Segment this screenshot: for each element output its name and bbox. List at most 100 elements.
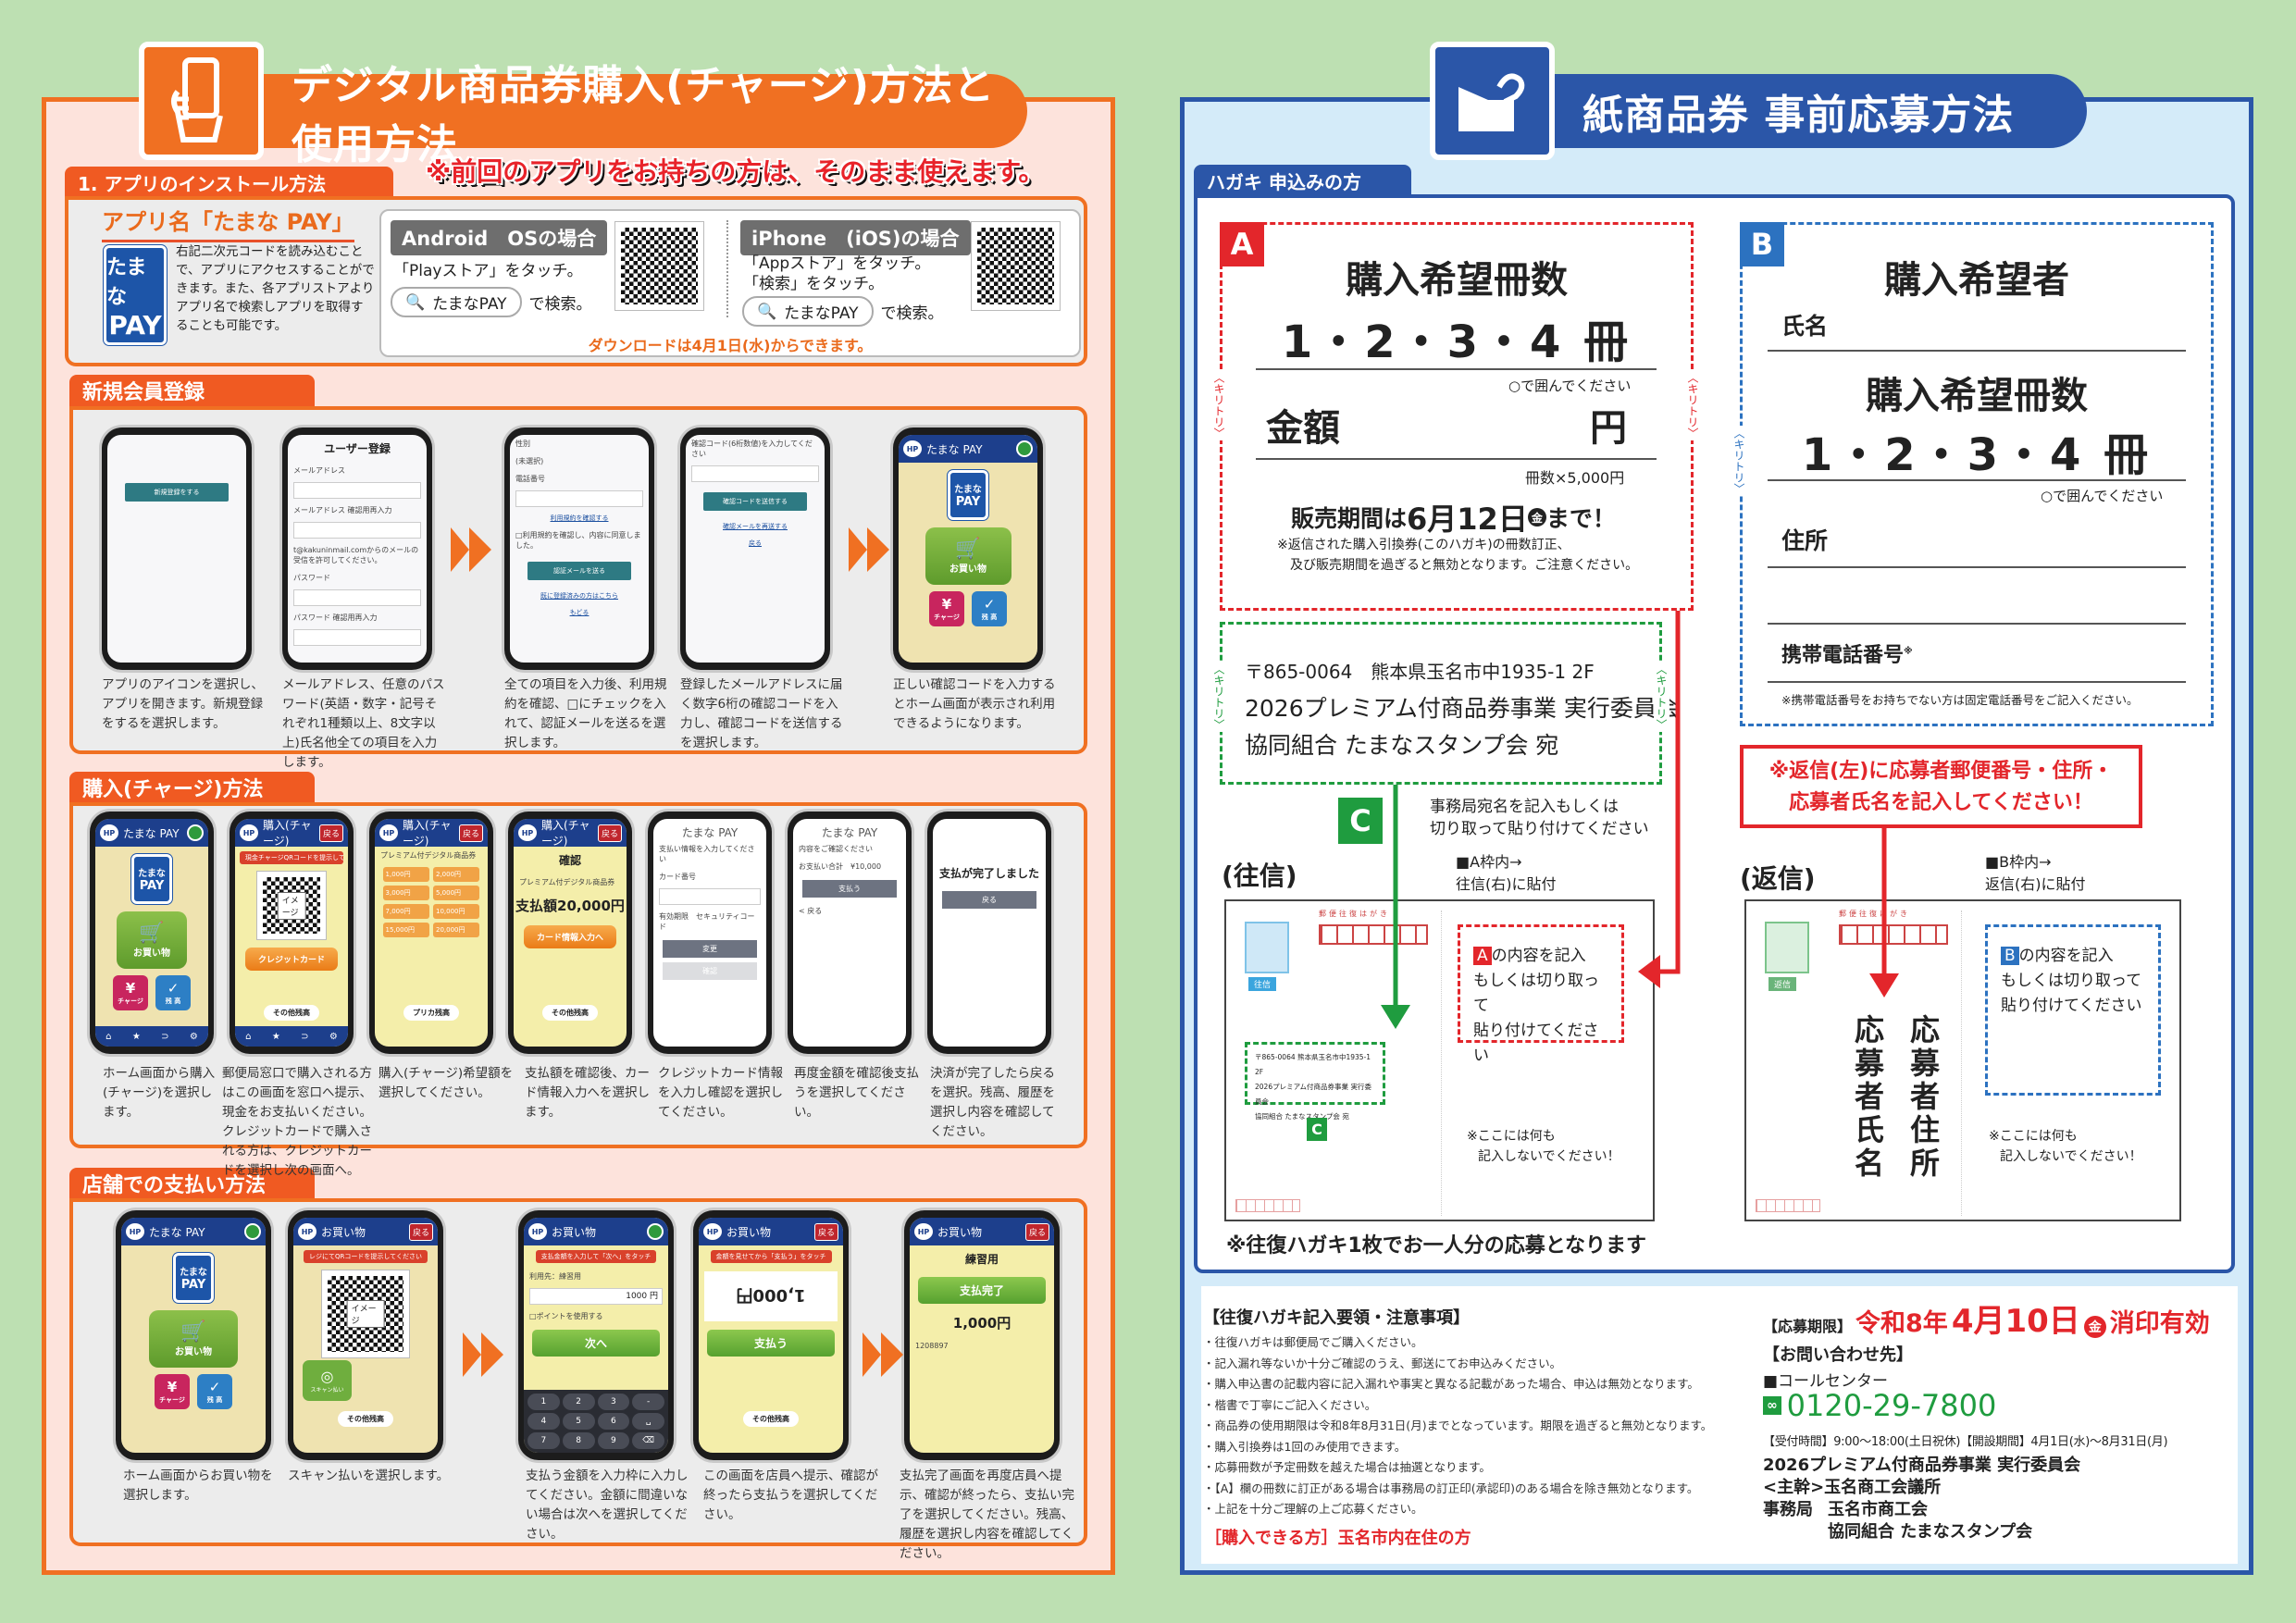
balance-pill[interactable]: その他残高 <box>338 1411 393 1427</box>
green-button[interactable]: 支払う <box>707 1330 835 1357</box>
history-icon[interactable]: ⊃ <box>161 1031 169 1042</box>
step-description: 支払完了画面を再度店員へ提示、確認が終ったら、支払い完了を選択してください。残高… <box>900 1468 1074 1561</box>
back-button[interactable]: 戻る <box>1024 1222 1049 1241</box>
input-field[interactable] <box>515 490 643 507</box>
keypad-key[interactable]: 2 <box>562 1394 595 1410</box>
gray-button[interactable]: 支払う <box>801 880 898 898</box>
keypad-key[interactable]: 1 <box>527 1394 560 1410</box>
menu-icon[interactable] <box>244 1223 261 1240</box>
freedial[interactable]: ∞ 0120-29-7800 <box>1763 1388 1996 1423</box>
iphone-search-pill: 🔍たまなPAY <box>742 296 874 327</box>
iphone-search: 🔍たまなPAY で検索。 <box>742 296 944 327</box>
charge-button[interactable]: ¥チャージ <box>113 975 148 1010</box>
teal-button[interactable]: 認証メールを送る <box>527 562 632 580</box>
screen-link[interactable]: 利用規約を確認する <box>550 514 609 522</box>
green-button[interactable]: 支払完了 <box>918 1277 1046 1304</box>
balance-pill[interactable]: その他残高 <box>264 1005 319 1021</box>
home-icon[interactable]: ⌂ <box>105 1031 112 1042</box>
menu-icon[interactable] <box>1016 440 1033 457</box>
back-button[interactable]: 戻る <box>458 824 483 842</box>
screen-link[interactable]: 戻る <box>749 539 762 547</box>
balance-pill[interactable]: プリカ残高 <box>403 1005 459 1021</box>
input-field[interactable]: 1000 円 <box>529 1288 663 1305</box>
input-field[interactable] <box>691 465 819 482</box>
screen-text: メールアドレス 確認用再入力 <box>293 506 392 514</box>
card-b-phone-note: ※携帯電話番号をお持ちでない方は固定電話番号をご記入ください。 <box>1781 693 2139 707</box>
gray-button[interactable]: 戻る <box>941 891 1037 909</box>
screen-link[interactable]: もどる <box>569 609 590 616</box>
keypad-key[interactable]: 4 <box>527 1413 560 1430</box>
step-description: 支払額を確認後、カード情報入力へを選択します。 <box>525 1066 650 1120</box>
star-icon[interactable]: ★ <box>271 1031 280 1042</box>
balance-pill[interactable]: その他残高 <box>542 1005 598 1021</box>
amount-option[interactable]: 20,000円 <box>433 923 480 937</box>
input-field[interactable] <box>293 522 421 539</box>
search-suffix: で検索。 <box>880 304 944 323</box>
charge-button[interactable]: ¥チャージ <box>929 591 964 626</box>
keypad-key[interactable]: 3 <box>597 1394 630 1410</box>
menu-icon[interactable] <box>647 1223 664 1240</box>
balance-button[interactable]: ✓残 高 <box>197 1374 232 1409</box>
gear-icon[interactable]: ⚙ <box>189 1031 198 1042</box>
balance-pill[interactable]: その他残高 <box>743 1411 799 1427</box>
screen-link[interactable]: 確認メールを再送する <box>723 523 788 530</box>
screen-link[interactable]: 既に登録済みの方はこちら <box>540 592 618 600</box>
amount-option[interactable]: 2,000円 <box>433 867 480 882</box>
charge-button[interactable]: ¥チャージ <box>155 1374 190 1409</box>
orange-button[interactable]: クレジットカード <box>244 948 339 972</box>
balance-button[interactable]: ✓残 高 <box>972 591 1007 626</box>
card-b-title: 購入希望者 <box>1884 259 2069 302</box>
card-a-yen: 円 <box>1590 407 1627 450</box>
keypad-key[interactable]: 7 <box>527 1432 560 1449</box>
home-icon[interactable]: ⌂ <box>245 1031 252 1042</box>
input-field[interactable] <box>293 482 421 499</box>
no-write-2: 記入しないでください！ <box>2000 1149 2142 1164</box>
keypad-key[interactable]: ⌫ <box>632 1432 664 1449</box>
notes-title: 【往復ハガキ記入要領・注意事項】 <box>1203 1308 1470 1328</box>
menu-icon[interactable] <box>187 824 204 841</box>
keypad-key[interactable]: ␣ <box>632 1413 664 1430</box>
cart-icon: 🛒 <box>180 1320 206 1344</box>
amount-option[interactable]: 15,000円 <box>382 923 429 937</box>
orange-button[interactable]: カード情報入力へ <box>523 925 617 948</box>
android-qr-code[interactable] <box>614 221 704 311</box>
existing-app-notice: ※前回のアプリをお持ちの方は、そのまま使えます。 <box>426 156 1045 187</box>
shopping-button[interactable]: 🛒お買い物 <box>148 1310 239 1368</box>
amount-option[interactable]: 1,000円 <box>382 867 429 882</box>
history-icon[interactable]: ⊃ <box>301 1031 309 1042</box>
keypad-key[interactable]: 9 <box>597 1432 630 1449</box>
disabled-button: 確認 <box>662 962 758 980</box>
star-icon[interactable]: ★ <box>131 1031 141 1042</box>
keypad-key[interactable]: 5 <box>562 1413 595 1430</box>
amount-option[interactable]: 7,000円 <box>382 904 429 919</box>
amount-option[interactable]: 10,000円 <box>433 904 480 919</box>
paste-note-2: 返信(右)に貼付 <box>1985 875 2086 893</box>
logo-text-top: たまな <box>106 255 147 309</box>
back-button[interactable]: 戻る <box>318 824 343 842</box>
keypad-key[interactable]: - <box>632 1394 664 1410</box>
input-field[interactable] <box>659 888 761 905</box>
keypad-key[interactable]: 6 <box>597 1413 630 1430</box>
teal-button[interactable]: 確認コードを送信する <box>702 492 808 511</box>
postal-code-boxes <box>1839 924 1948 945</box>
keypad-key[interactable]: 8 <box>562 1432 595 1449</box>
amount-option[interactable]: 5,000円 <box>433 886 480 900</box>
back-button[interactable]: 戻る <box>813 1222 838 1241</box>
freedial-number[interactable]: 0120-29-7800 <box>1786 1388 1997 1423</box>
input-field[interactable] <box>293 589 421 606</box>
teal-button[interactable]: 新規登録をする <box>124 483 230 502</box>
scan-pay-button[interactable]: ◎スキャン払い <box>303 1359 353 1401</box>
ios-qr-code[interactable] <box>971 221 1061 311</box>
back-button[interactable]: 戻る <box>597 824 622 842</box>
cart-icon: 🛒 <box>139 922 165 945</box>
back-button[interactable]: 戻る <box>408 1222 433 1241</box>
input-field[interactable] <box>293 629 421 646</box>
gear-icon[interactable]: ⚙ <box>329 1031 338 1042</box>
green-button[interactable]: 次へ <box>532 1330 660 1357</box>
gray-button[interactable]: 変更 <box>662 940 758 958</box>
balance-button[interactable]: ✓残 高 <box>155 975 191 1010</box>
shopping-button[interactable]: 🛒お買い物 <box>925 527 1011 585</box>
shopping-button[interactable]: 🛒お買い物 <box>117 911 187 969</box>
amount-option[interactable]: 3,000円 <box>382 886 429 900</box>
